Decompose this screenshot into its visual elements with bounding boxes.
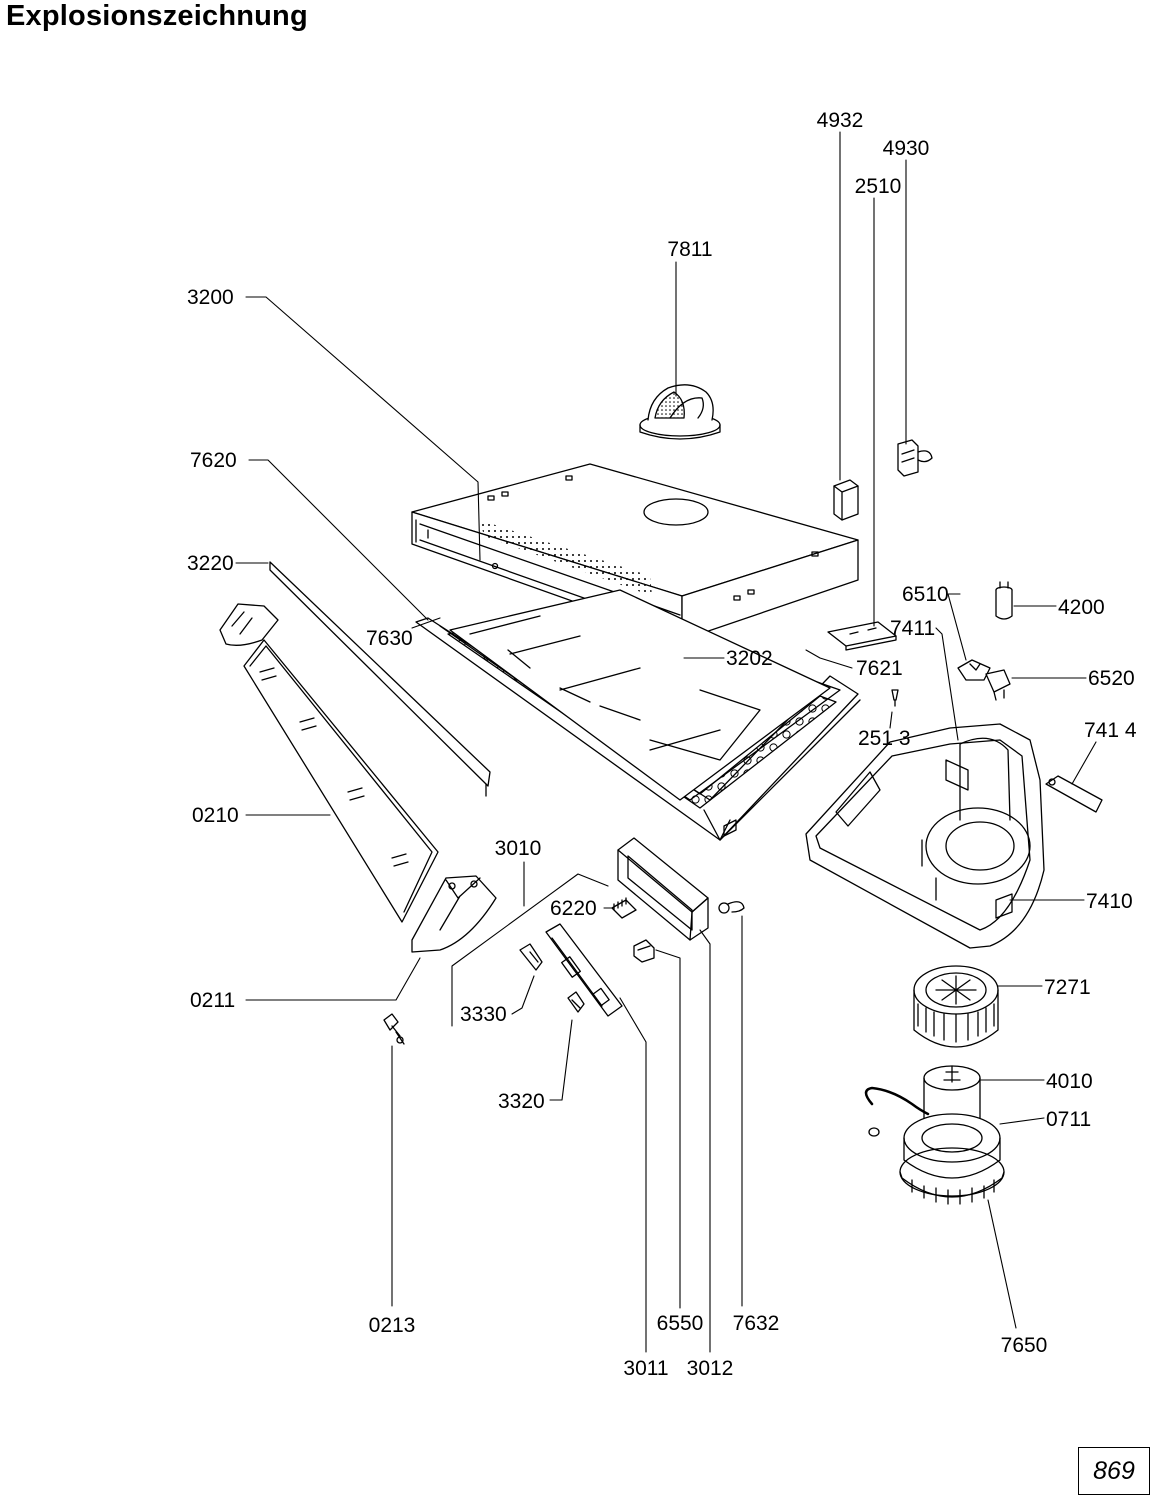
part-4932-block: [833, 479, 859, 521]
label-0211: 0211: [190, 989, 235, 1012]
part-2510-strip: [827, 621, 897, 651]
label-6550: 6550: [657, 1312, 704, 1335]
label-7650: 7650: [1001, 1334, 1048, 1357]
label-7630: 7630: [366, 627, 413, 650]
part-3011-control-panel: [545, 923, 623, 1017]
label-7414: 741 4: [1084, 719, 1137, 742]
label-6510: 6510: [902, 583, 949, 606]
part-7632-clip: [718, 901, 745, 914]
page-title: Explosionszeichnung: [6, 0, 308, 32]
label-4200: 4200: [1058, 596, 1105, 619]
part-2513-screw: [891, 689, 899, 707]
label-3330: 3330: [460, 1003, 507, 1026]
label-6220: 6220: [550, 897, 597, 920]
part-7650-base: [899, 1147, 1005, 1205]
label-4010: 4010: [1046, 1070, 1093, 1093]
label-0213: 0213: [369, 1314, 416, 1337]
label-0210: 0210: [192, 804, 239, 827]
label-7411: 7411: [890, 617, 935, 640]
part-side-cap-top: [219, 603, 279, 646]
page-number-box: 869: [1078, 1447, 1150, 1495]
part-0211-side-cap: [411, 875, 497, 953]
label-2513: 251 3: [858, 727, 911, 750]
label-3010: 3010: [495, 837, 542, 860]
label-3200: 3200: [187, 286, 234, 309]
part-0213-screw: [383, 1013, 405, 1045]
part-7271-fan-wheel: [913, 965, 999, 1048]
part-7621-plate: [449, 589, 831, 801]
part-6520-socket: [985, 669, 1011, 701]
label-3320: 3320: [498, 1090, 545, 1113]
label-3202: 3202: [726, 647, 773, 670]
label-7632: 7632: [733, 1312, 780, 1335]
label-7811: 7811: [667, 238, 712, 261]
label-7620: 7620: [190, 449, 237, 472]
part-3012-switch-housing: [617, 837, 709, 941]
part-4930-clip: [897, 439, 933, 477]
label-4932: 4932: [817, 109, 864, 132]
part-6550-plug: [633, 939, 655, 963]
part-7414-lever: [1045, 775, 1103, 813]
part-6220-connector: [611, 897, 637, 919]
part-3320-knob: [567, 991, 585, 1013]
label-3012: 3012: [687, 1357, 734, 1380]
part-labels: 4932 4930 2510 7811 3200 7620 3220 7630 …: [187, 109, 1137, 1380]
label-7621: 7621: [856, 657, 903, 680]
label-6520: 6520: [1088, 667, 1135, 690]
part-0711-mount: [868, 1113, 1001, 1179]
part-3220-strip: [269, 561, 491, 797]
label-2510: 2510: [855, 175, 902, 198]
part-7811-cap: [639, 384, 721, 440]
leader-lines: [235, 131, 1097, 1353]
label-0711: 0711: [1046, 1108, 1091, 1131]
label-4930: 4930: [883, 137, 930, 160]
page-number: 869: [1093, 1456, 1135, 1485]
part-3330-knob: [519, 943, 543, 971]
part-4200-capacitor: [995, 581, 1013, 620]
part-0210-glass: [243, 639, 439, 923]
label-7271: 7271: [1044, 976, 1091, 999]
part-7410-fan-housing: [805, 723, 1045, 949]
label-7410: 7410: [1086, 890, 1133, 913]
label-3220: 3220: [187, 552, 234, 575]
label-3011: 3011: [623, 1357, 668, 1380]
part-6510-lamp: [957, 659, 991, 681]
